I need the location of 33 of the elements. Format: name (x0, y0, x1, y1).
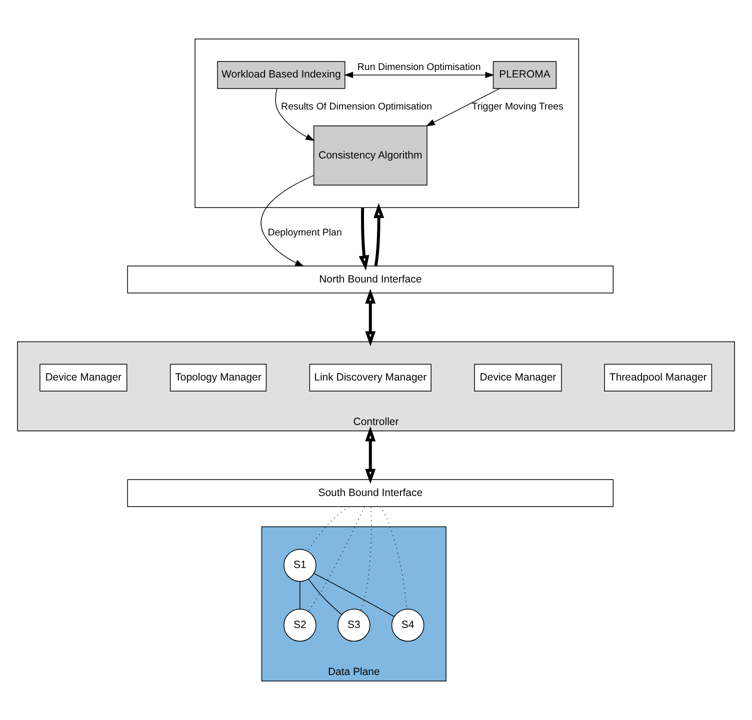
arrow (344, 72, 494, 78)
arrow (365, 288, 376, 346)
cluster (194, 38, 580, 208)
node-box: Threadpool Manager (604, 364, 712, 392)
connector (308, 506, 365, 612)
node-box: PLEROMA (492, 61, 557, 89)
node-box: Device Manager (474, 364, 562, 392)
connector (308, 506, 350, 552)
node-circle: S3 (337, 608, 370, 642)
edge-label: Trigger Moving Trees (472, 102, 564, 113)
arrow (260, 175, 314, 266)
connector (314, 573, 395, 617)
node-box: Topology Manager (170, 364, 267, 392)
connector (360, 506, 372, 611)
edge-label: Run Dimension Optimisation (357, 62, 481, 74)
connector (308, 578, 342, 615)
node-circle: S1 (284, 548, 316, 582)
arrow (365, 426, 376, 484)
node-box: Workload Based Indexing (217, 61, 346, 89)
arrow (374, 203, 384, 266)
arrow (426, 88, 500, 126)
node-box: Consistency Algorithm (313, 126, 428, 186)
node-circle: S2 (284, 608, 316, 642)
arrow (358, 208, 370, 270)
edge-label: Deployment Plan (268, 228, 342, 239)
node-box: Link Discovery Manager (309, 364, 432, 392)
node-box: South Bound Interface (127, 479, 614, 507)
edge-label: Results Of Dimension Optimisation (281, 102, 432, 113)
node-box: North Bound Interface (127, 266, 614, 294)
arrow (275, 88, 315, 141)
node-box: Device Manager (40, 364, 128, 392)
connector (380, 506, 408, 610)
node-circle: S4 (391, 608, 424, 642)
